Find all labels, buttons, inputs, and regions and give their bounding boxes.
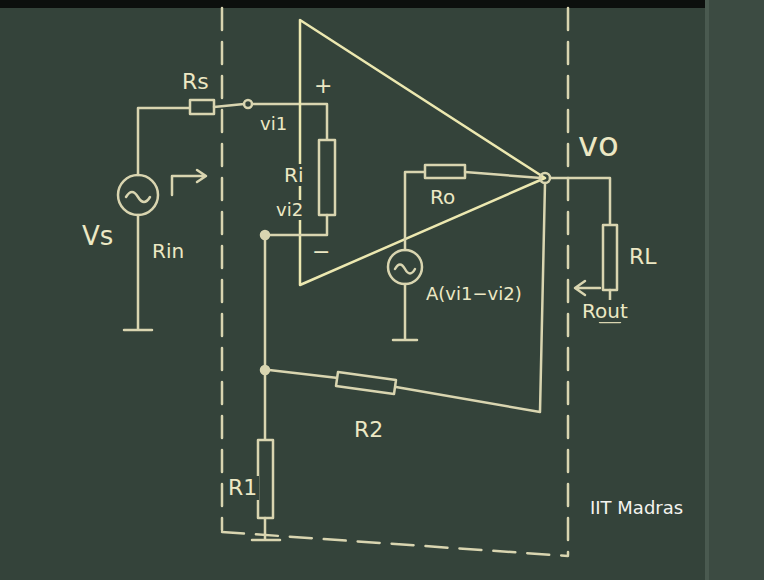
wire [269,370,338,378]
resistor-label: Ro [428,186,457,208]
ground-symbol [393,284,417,340]
board-frame [0,0,764,8]
sine-symbol [395,265,415,274]
boundary-line [567,8,570,555]
resistor-symbol [425,165,465,178]
output-terminal [540,173,550,183]
resistor-symbol [190,100,214,114]
wire [264,374,267,440]
wire [252,104,327,140]
resistor-symbol [336,372,396,394]
output-voltage: vo [576,126,621,163]
wire [264,239,267,370]
wire [405,172,425,250]
wire [465,172,541,178]
resistor-symbol [258,440,273,518]
source-label: Vs [80,222,115,251]
resistor-symbol [603,225,617,290]
wire [396,183,545,412]
voltage-source [118,175,158,215]
dependent-source [388,250,422,284]
node-voltage: vi1 [258,114,289,134]
boundary-line [221,8,224,530]
rout-arrow [575,281,600,295]
ground-symbol [124,215,152,330]
wire [138,108,190,175]
board-strip [709,0,764,580]
ground-symbol [252,518,280,540]
rin-arrow [172,170,206,195]
sine-symbol [126,192,150,202]
pin-sign: + [312,74,334,98]
resistor-label: R2 [352,418,385,442]
resistor-symbol [319,140,335,215]
pin-sign: − [310,240,332,264]
resistor-label: Rs [180,70,211,94]
opamp-triangle [300,20,545,285]
source-expression: A(vi1−vi2) [424,284,524,304]
resistance-label: Rin [150,240,186,262]
board-edge [705,0,709,580]
node-voltage: vi2 [274,200,305,220]
resistor-label: RL [627,245,659,269]
wire [214,104,244,107]
resistance-label: Rout [580,300,630,322]
wire [550,178,610,225]
resistor-label: R1 [226,476,259,500]
watermark: IIT Madras [588,498,685,518]
boundary-line [222,532,568,556]
resistor-label: Ri [282,164,305,186]
